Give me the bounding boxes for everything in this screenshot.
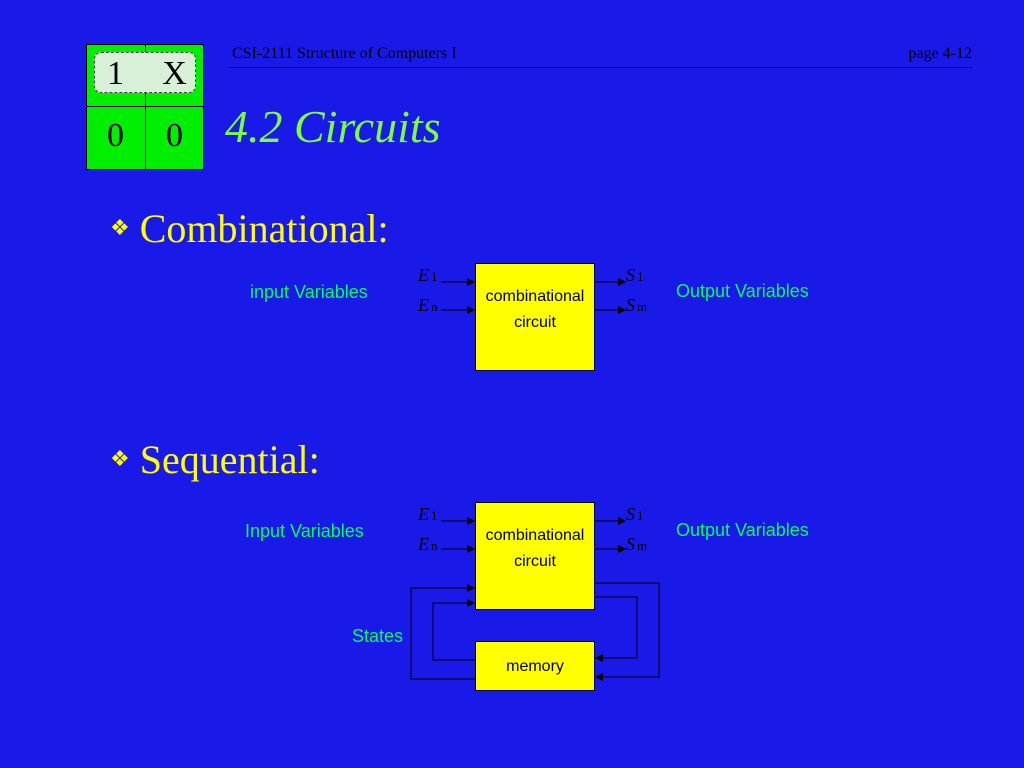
- logic-grid-logo: 1 X 0 0: [86, 44, 204, 170]
- states-label: States: [352, 626, 404, 646]
- logo-cell: [145, 106, 204, 170]
- combinational-circuit-box: combinational circuit: [475, 502, 595, 610]
- slide-title: 4.2 Circuits: [225, 101, 441, 152]
- logo-highlight: [94, 52, 196, 93]
- page-number: page 4-12: [908, 45, 972, 62]
- logo-cell-label: 0: [107, 117, 124, 154]
- state-out-feedback: [595, 582, 660, 681]
- course-title: CSI-2111 Structure of Computers I: [232, 45, 457, 62]
- memory-label: memory: [506, 658, 564, 675]
- output-variables-label: Output Variables: [676, 520, 809, 540]
- bullet-heading: Sequential:: [139, 437, 320, 482]
- logo-cell-label: X: [162, 55, 187, 92]
- state-out-feedback: [595, 596, 638, 662]
- logo-cell-label: 1: [107, 55, 124, 92]
- header-divider: [230, 67, 972, 68]
- diamond-bullet-icon: ❖: [110, 447, 130, 472]
- bullet-sequential: ❖ Sequential:: [110, 436, 320, 483]
- diamond-bullet-icon: ❖: [110, 216, 130, 241]
- logo-cell: [86, 106, 146, 170]
- combinational-circuit-box: combinational circuit: [475, 263, 595, 371]
- box-label: circuit: [514, 553, 556, 570]
- input-variables-label: input Variables: [250, 282, 368, 302]
- logo-cell-label: 0: [166, 117, 183, 154]
- box-label: combinational: [485, 288, 585, 305]
- bullet-heading: Combinational:: [139, 206, 389, 251]
- memory-box: memory: [475, 641, 595, 691]
- state-in-feedback: [410, 584, 475, 680]
- box-label: circuit: [514, 314, 556, 331]
- box-label: combinational: [485, 527, 585, 544]
- state-in-feedback: [432, 599, 475, 661]
- output-variables-label: Output Variables: [676, 281, 809, 301]
- input-variables-label: Input Variables: [245, 521, 364, 541]
- bullet-combinational: ❖ Combinational:: [110, 205, 389, 252]
